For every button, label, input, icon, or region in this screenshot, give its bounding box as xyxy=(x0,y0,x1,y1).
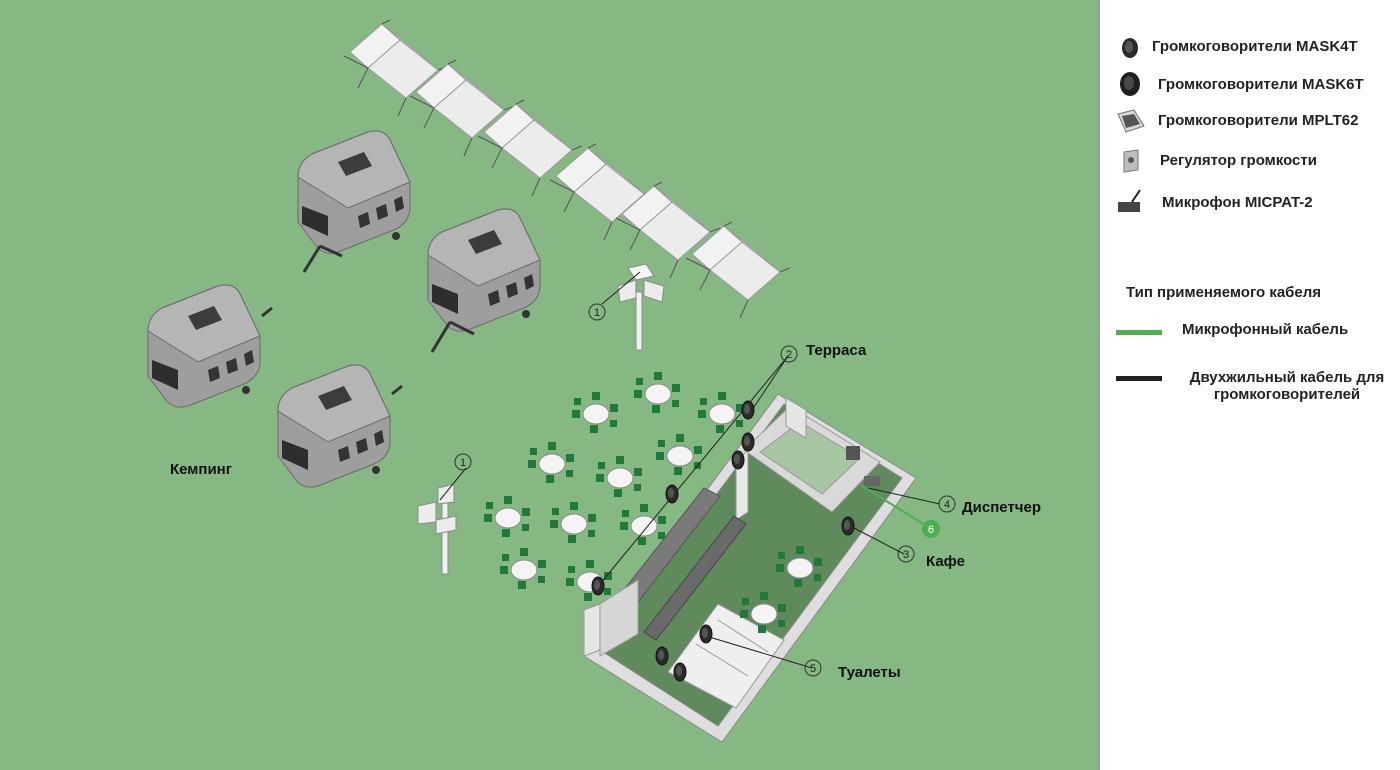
svg-text:2: 2 xyxy=(786,349,792,361)
speaker-cable-label: Двухжильный кабель для громкоговорителей xyxy=(1189,369,1385,403)
trailer xyxy=(147,284,273,408)
marker-2: 2 xyxy=(780,345,798,363)
svg-text:4: 4 xyxy=(944,499,950,511)
legend-item-mask6t: Громкоговорители MASK6T xyxy=(1100,68,1400,98)
speaker-cable-swatch xyxy=(1116,376,1162,381)
svg-text:3: 3 xyxy=(903,549,909,561)
svg-text:5: 5 xyxy=(810,663,816,675)
marker-1a: 1 xyxy=(588,303,606,321)
label-toilets: Туалеты xyxy=(838,664,901,681)
legend-item-volume: Регулятор громкости xyxy=(1100,146,1400,176)
legend-label: Микрофон MICPAT-2 xyxy=(1162,194,1313,211)
legend-label: Громкоговорители MPLT62 xyxy=(1158,112,1359,129)
marker-6: 6 xyxy=(922,520,940,538)
microphone-icon xyxy=(864,476,880,486)
trailer xyxy=(277,364,403,488)
svg-text:1: 1 xyxy=(594,307,600,319)
mic-cable-swatch xyxy=(1116,330,1162,335)
legend-item-microphone: Микрофон MICPAT-2 xyxy=(1100,186,1400,216)
trailer xyxy=(427,208,541,353)
legend-label: Громкоговорители MASK6T xyxy=(1158,76,1364,93)
label-terrace: Терраса xyxy=(806,342,867,359)
speaker-mplt62-icon xyxy=(1117,109,1145,133)
marker-1b: 1 xyxy=(454,453,472,471)
speaker-mask6t-icon xyxy=(1120,72,1140,96)
legend-item-mask4t: Громкоговорители MASK4T xyxy=(1100,32,1400,62)
marker-5: 5 xyxy=(804,659,822,677)
microphone-icon xyxy=(1118,189,1141,212)
svg-text:1: 1 xyxy=(460,457,466,469)
mic-cable-label: Микрофонный кабель xyxy=(1182,321,1349,338)
speaker-mask4t-icon xyxy=(1122,38,1138,58)
legend-label: Громкоговорители MASK4T xyxy=(1152,38,1358,55)
legend-panel: Громкоговорители MASK4T Громкоговорители… xyxy=(1098,0,1400,770)
volume-control-icon xyxy=(846,446,860,460)
site-plan-drawing: 1 1 2 3 4 5 6 Кемпинг Терраса Диспетчер … xyxy=(147,19,1041,743)
trailer xyxy=(297,130,411,273)
legend-label: Регулятор громкости xyxy=(1160,152,1317,169)
cable-type-title: Тип применяемого кабеля xyxy=(1126,284,1322,301)
marker-3: 3 xyxy=(897,545,915,563)
marker-4: 4 xyxy=(938,495,956,513)
volume-control-icon xyxy=(1123,149,1139,173)
label-camping: Кемпинг xyxy=(170,461,232,478)
svg-text:6: 6 xyxy=(928,524,934,536)
legend-item-mplt62: Громкоговорители MPLT62 xyxy=(1100,106,1400,136)
speaker-pole xyxy=(617,263,665,351)
label-dispatcher: Диспетчер xyxy=(962,499,1041,516)
label-cafe: Кафе xyxy=(926,553,965,570)
speaker-pole xyxy=(417,483,457,575)
site-plan: 1 1 2 3 4 5 6 Кемпинг Терраса Диспетчер … xyxy=(0,0,1098,770)
